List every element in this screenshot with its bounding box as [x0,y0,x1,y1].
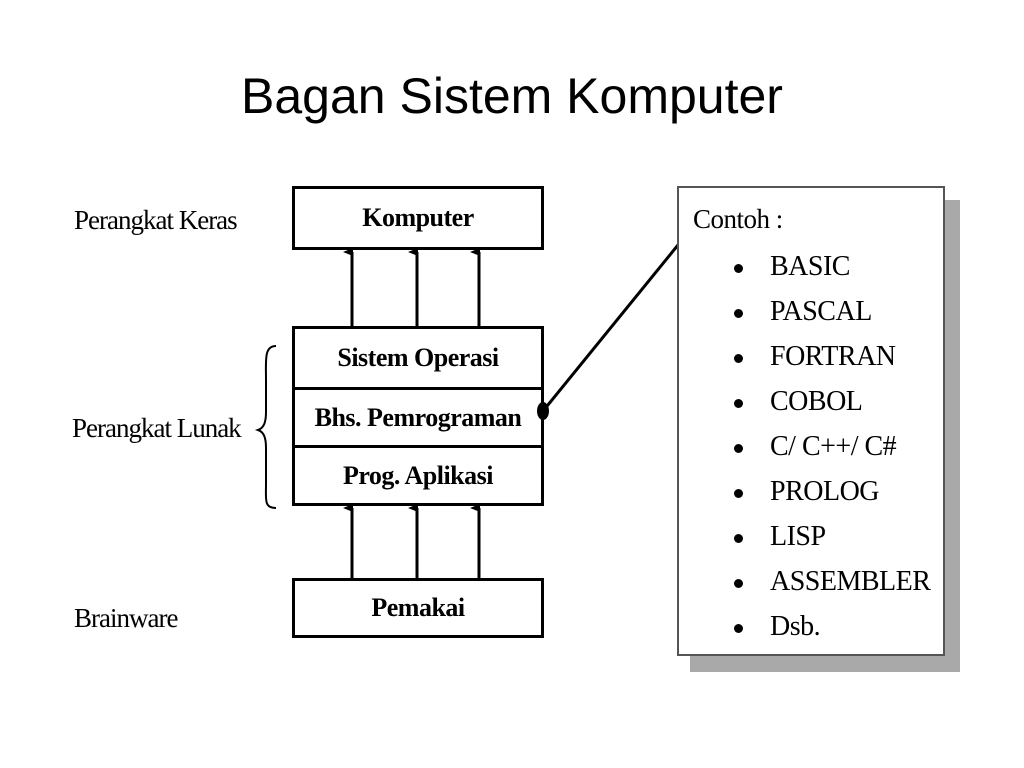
label-hardware: Perangkat Keras [74,205,238,235]
bullet-icon [734,309,743,318]
box-user: Pemakai [292,578,544,638]
bullet-icon [734,264,743,273]
callout-connector [541,244,680,412]
bullet-icon [734,579,743,588]
box-computer: Komputer [292,186,544,250]
label-software: Perangkat Lunak [72,413,242,443]
bullet-icon [734,624,743,633]
software-brace [254,345,277,509]
bullet-icon [734,444,743,453]
layer-programming-language: Bhs. Pemrograman [295,387,541,445]
bullet-icon [734,354,743,363]
slide-title: Bagan Sistem Komputer [241,68,783,124]
label-brainware: Brainware [74,603,178,633]
callout-anchor-dot [537,402,549,420]
layer-application-program: Prog. Aplikasi [295,445,541,503]
bullet-icon [734,534,743,543]
examples-callout: Contoh : BASIC PASCAL FORTRAN COBOL C/ C… [677,186,945,656]
bullet-icon [734,399,743,408]
layer-operating-system: Sistem Operasi [337,343,499,372]
callout-heading: Contoh : [693,204,783,234]
bullet-icon [734,489,743,498]
